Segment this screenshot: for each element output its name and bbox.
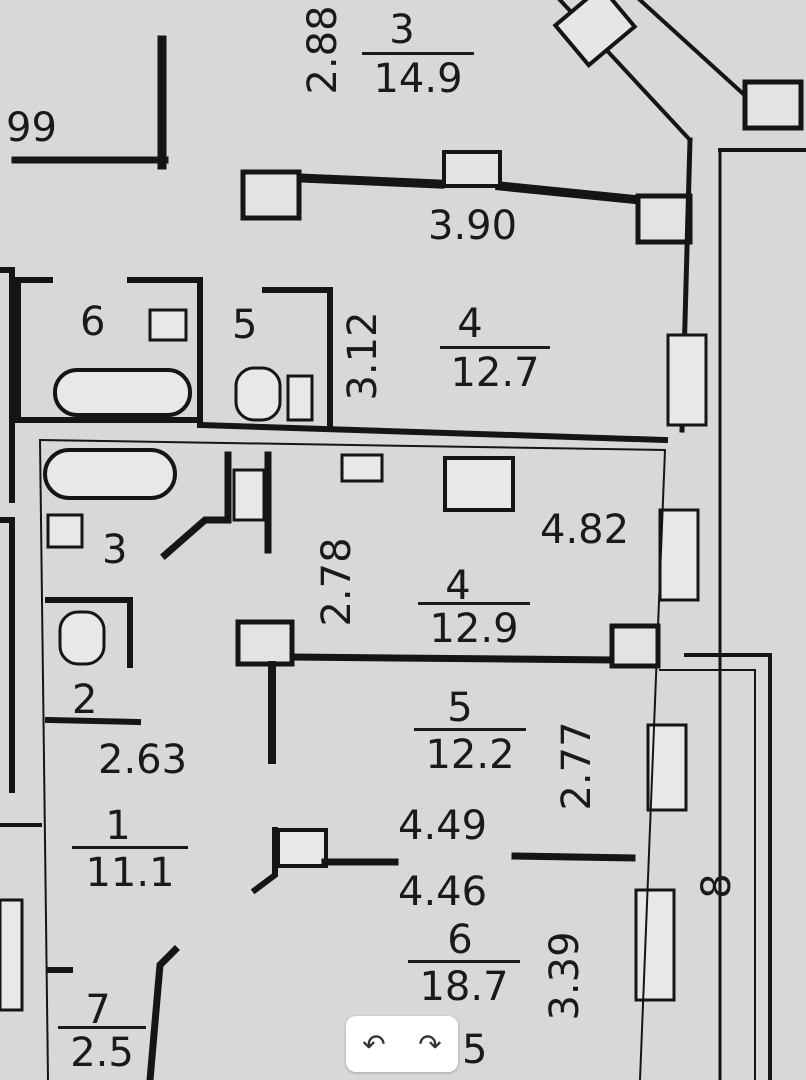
stove-fixture [552,0,638,69]
column-block [635,193,693,245]
room-4-upper-number: 4 [457,301,483,347]
vent-block [286,374,314,422]
column-block [742,79,804,131]
room-5-number: 5 [447,685,473,731]
rotate-control-bar: ↶ ↷ [346,1016,458,1072]
window [0,898,24,1012]
window [634,888,676,1002]
wall-segment [127,277,203,423]
room-7-number: 7 [85,987,111,1033]
room-2-number: 2 [72,677,98,723]
room-8-number: 8 [694,873,740,899]
toilet-fixture [58,610,106,666]
outer-wall [684,653,772,1080]
wall-segment [495,181,645,205]
wall-segment [45,597,133,668]
dimension-middle-upper: 4.49 [398,803,488,849]
room-4-lower-number: 4 [445,563,471,609]
room-6-lower-area: 18.7 [408,960,520,1007]
wall-segment [295,173,445,189]
wall-segment [196,421,669,444]
wall-segment [15,277,203,423]
room-1-area: 11.1 [72,846,188,893]
sink-fixture [46,513,84,549]
wall-segment [146,945,180,1080]
room-5-area: 12.2 [414,728,526,775]
wall-segment [160,451,232,560]
toilet-fixture [234,366,282,422]
room-4-upper-area: 12.7 [440,346,550,393]
room-6-lower-number: 6 [447,917,473,963]
room-4-lower-area: 12.9 [418,602,530,649]
room-3-side-dimension: 2.88 [300,5,346,95]
wall-segment [250,827,278,895]
window [658,508,700,602]
outer-wall [659,669,756,1080]
wall-segment [288,653,616,664]
wall-segment [262,287,333,428]
vent-block [276,828,328,868]
bathtub-fixture [53,368,192,417]
dimension-middle-lower: 4.46 [398,869,488,915]
sink-fixture [340,453,384,483]
room-3-lower-number: 3 [102,527,128,573]
column-block [609,623,661,669]
room-3-area: 14.9 [362,52,474,99]
window [666,333,708,427]
sink-fixture [148,308,188,342]
room-4-lower-side-dimension: 2.78 [314,537,360,627]
room-3-number: 3 [389,7,415,53]
room-7-area: 2.5 [58,1026,146,1073]
fragment-label-bottom: 5 [462,1027,488,1073]
room-5-upper-number: 5 [232,302,258,348]
room-4-upper-side-dimension: 3.12 [340,311,386,401]
rotate-right-icon[interactable]: ↷ [418,1027,442,1061]
room-1-number: 1 [105,803,131,849]
bathtub-fixture [43,448,177,500]
room-5-side-dimension: 2.77 [554,721,600,811]
outer-wall [637,0,753,103]
room-6-upper-number: 6 [80,299,106,345]
stove-fixture [443,456,515,512]
vent-block [232,468,266,522]
unit-boundary [38,438,667,1080]
column-block [240,169,302,221]
room-4-lower-right-dimension: 4.82 [540,507,630,553]
wall-segment [44,716,142,726]
room-2-dimension: 2.63 [98,737,188,783]
wall-segment [511,852,636,862]
vent-block [442,150,502,188]
room-6-lower-side-dimension: 3.39 [542,931,588,1021]
column-block [235,619,295,667]
wall-dimension-top: 3.90 [428,203,518,249]
rotate-left-icon[interactable]: ↶ [362,1027,386,1061]
unit-boundary [38,438,50,1080]
fragment-label: 99 [6,105,57,151]
